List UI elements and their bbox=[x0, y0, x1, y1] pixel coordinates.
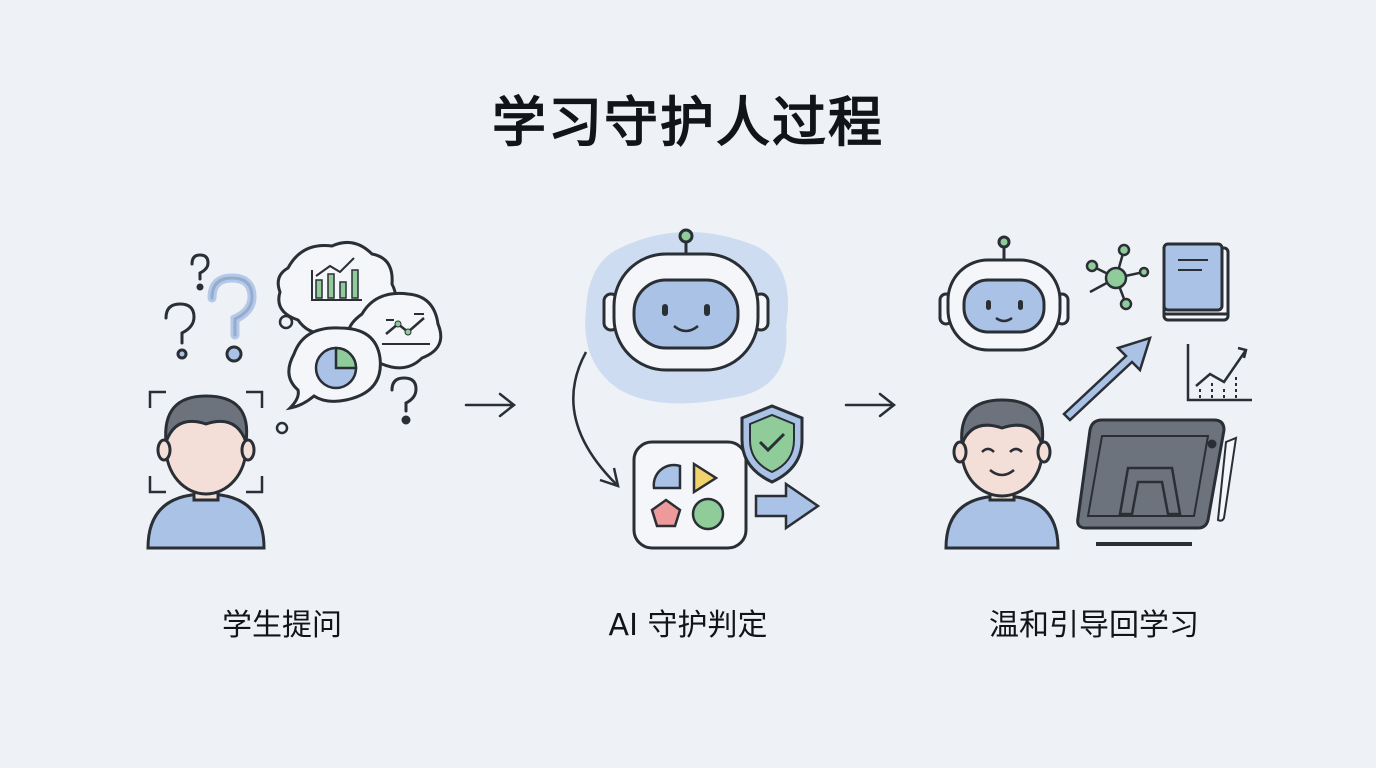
growth-chart-icon bbox=[1186, 344, 1252, 402]
shapes-card-icon bbox=[632, 440, 748, 550]
curved-arrow-icon bbox=[572, 351, 617, 485]
student-question-illustration bbox=[146, 240, 443, 550]
step-student-question bbox=[130, 230, 470, 560]
question-marks-icon bbox=[164, 253, 418, 425]
tablet-icon bbox=[1076, 418, 1238, 546]
flow-arrow-1-icon bbox=[464, 392, 517, 418]
flow-arrow-2-icon bbox=[844, 392, 897, 418]
robot-head-icon bbox=[602, 228, 770, 372]
guide-back-illustration bbox=[938, 235, 1252, 550]
step-label-student-question: 学生提问 bbox=[222, 608, 342, 643]
shield-check-icon bbox=[740, 404, 804, 484]
student-smiling-icon bbox=[944, 398, 1060, 550]
book-icon bbox=[1162, 242, 1230, 322]
thought-bubble-pie-chart-icon bbox=[285, 326, 382, 411]
diagram-title: 学习守护人过程 bbox=[492, 91, 884, 154]
knowledge-network-icon bbox=[1085, 243, 1150, 311]
student-avatar-icon bbox=[146, 394, 266, 550]
output-arrow-icon bbox=[754, 481, 821, 531]
step-label-guide-back: 温和引导回学习 bbox=[989, 608, 1199, 643]
step-guide-back bbox=[930, 230, 1270, 560]
rising-arrow-icon bbox=[1062, 336, 1152, 422]
step-ai-judgement bbox=[550, 210, 840, 560]
ai-judgement-illustration bbox=[572, 228, 821, 550]
step-label-ai-judgement: AI 守护判定 bbox=[608, 608, 768, 643]
robot-head-icon bbox=[938, 235, 1070, 352]
focus-frame-icon bbox=[148, 390, 264, 494]
